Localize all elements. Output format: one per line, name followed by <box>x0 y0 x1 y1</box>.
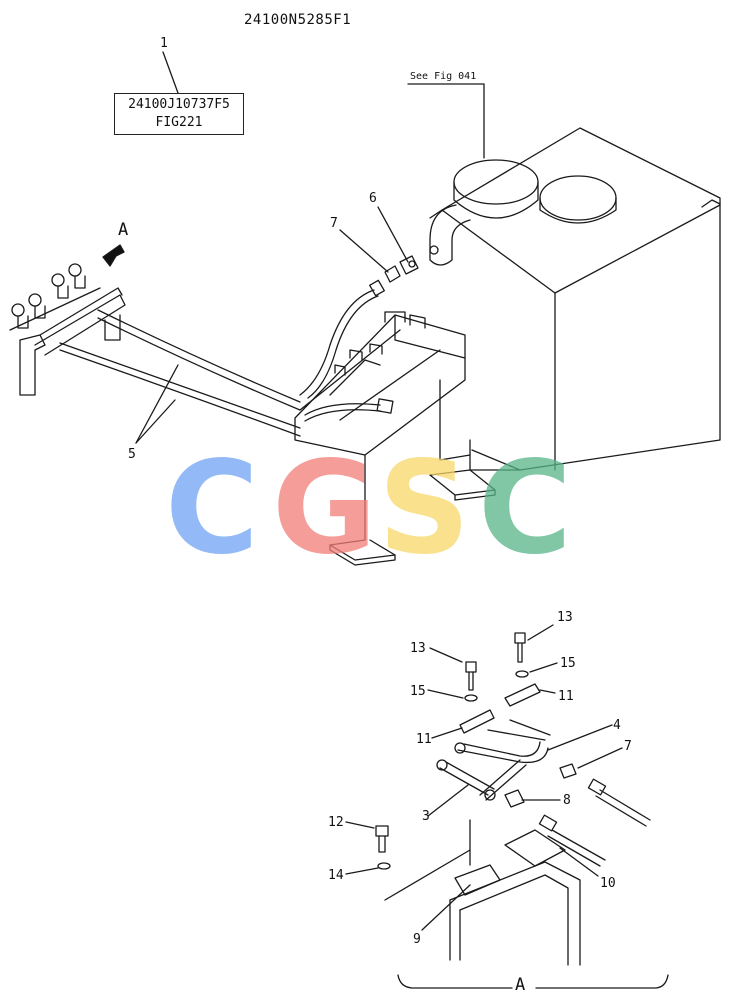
callout-15-right: 15 <box>560 656 576 671</box>
reference-box[interactable]: 24100J10737F5 FIG221 <box>114 93 244 135</box>
watermark-letter-2: G <box>272 434 378 583</box>
leader-7 <box>339 229 389 273</box>
leader-6 <box>377 206 409 263</box>
callout-13-right: 13 <box>557 610 573 625</box>
watermark-letter-4: C <box>478 434 572 583</box>
callout-5: 5 <box>128 447 136 462</box>
view-letter-a: A <box>118 220 129 240</box>
callout-1: 1 <box>160 36 168 51</box>
callout-6: 6 <box>369 191 377 206</box>
callout-7-top: 7 <box>330 216 338 231</box>
callout-11-left: 11 <box>416 732 432 747</box>
leader-5a <box>135 364 179 444</box>
callout-7-detail: 7 <box>624 739 632 754</box>
hydraulic-tank <box>429 127 721 471</box>
control-valve <box>294 311 471 566</box>
watermark-letter-3: S <box>378 434 471 583</box>
callout-10: 10 <box>600 876 616 891</box>
pilot-hoses <box>59 279 394 437</box>
callout-8: 8 <box>563 793 571 808</box>
pilot-valve-manifold <box>9 263 126 396</box>
callout-11-right: 11 <box>558 689 574 704</box>
tank-mount <box>429 439 521 501</box>
watermark-letter-1: C <box>165 434 259 583</box>
leader-1 <box>162 51 179 94</box>
detail-view-label: A <box>515 975 526 995</box>
drawing-number: 24100N5285F1 <box>244 12 352 28</box>
callout-9: 9 <box>413 932 421 947</box>
reference-figure: FIG221 <box>155 115 203 130</box>
callout-14: 14 <box>328 868 344 883</box>
detail-bracket-line <box>397 974 513 989</box>
fittings-top <box>384 255 419 283</box>
see-fig-note: See Fig 041 <box>410 71 477 82</box>
reference-part-number: 24100J10737F5 <box>128 97 230 112</box>
detail-a-parts <box>375 632 651 966</box>
callout-3: 3 <box>422 809 430 824</box>
callout-13-left: 13 <box>410 641 426 656</box>
view-arrow <box>102 244 125 267</box>
leader-5b <box>135 399 176 444</box>
leader-see-fig <box>407 83 485 159</box>
callout-15-left: 15 <box>410 684 426 699</box>
callout-4: 4 <box>613 718 621 733</box>
callout-12: 12 <box>328 815 344 830</box>
